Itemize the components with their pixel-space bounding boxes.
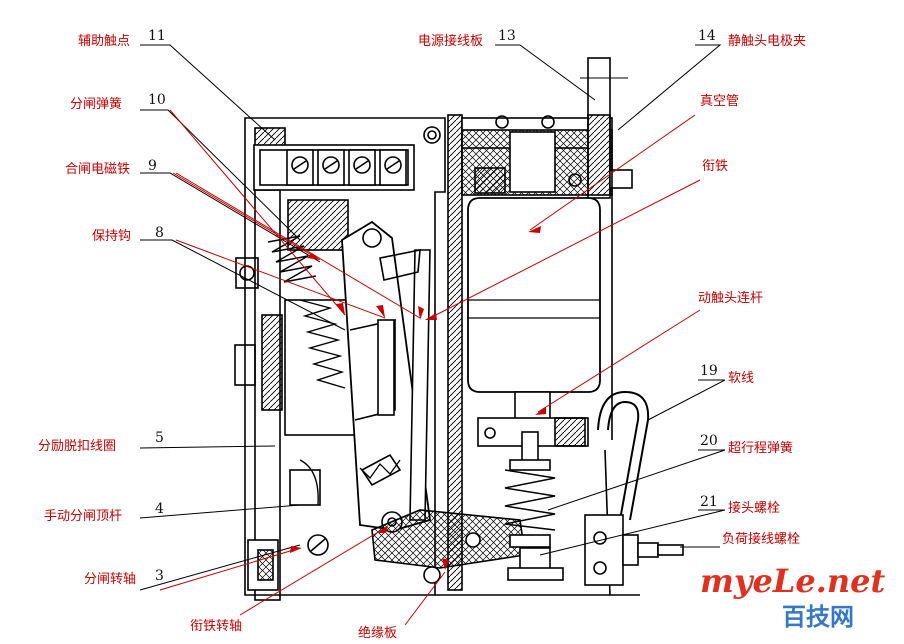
label-load-bolt: 负荷接线螺栓 xyxy=(722,531,800,547)
label-trip-shaft: 分闸转轴 xyxy=(84,572,136,587)
callout-labels: 辅助触点 11 分闸弹簧 10 合闸电磁铁 9 保持钩 8 分励脱扣线圈 5 手… xyxy=(38,28,806,641)
label-manual-trip-rod: 手动分闸顶杆 xyxy=(44,509,122,524)
label-shunt-trip-coil: 分励脱扣线圈 xyxy=(38,439,116,454)
watermark: myeLe.net 百技网 xyxy=(700,562,885,631)
num-trip-shaft: 3 xyxy=(155,568,164,584)
label-insulating-plate: 绝缘板 xyxy=(358,625,397,640)
label-power-terminal: 电源接线板 xyxy=(418,33,483,49)
label-close-magnet: 合闸电磁铁 xyxy=(65,162,130,177)
label-armature-shaft: 衔铁转轴 xyxy=(190,619,242,634)
num-trip-spring: 10 xyxy=(148,92,166,108)
num-joint-bolt: 21 xyxy=(700,494,718,510)
label-armature: 衔铁 xyxy=(702,159,728,174)
watermark-brand: 百技网 xyxy=(782,603,854,631)
num-overtravel-spring: 20 xyxy=(700,433,718,449)
num-power-terminal: 13 xyxy=(498,28,516,44)
label-static-clamp: 静触头电极夹 xyxy=(728,34,806,49)
num-aux-contact: 11 xyxy=(148,28,166,44)
label-moving-rod: 动触头连杆 xyxy=(698,290,763,306)
label-trip-spring: 分闸弹簧 xyxy=(70,96,122,112)
num-static-clamp: 14 xyxy=(698,28,716,44)
label-vacuum-tube: 真空管 xyxy=(700,94,739,109)
num-manual-trip-rod: 4 xyxy=(155,501,164,517)
num-soft-wire: 19 xyxy=(700,363,718,379)
leader-lines xyxy=(139,44,726,626)
label-overtravel-spring: 超行程弹簧 xyxy=(728,440,793,456)
num-shunt-trip-coil: 5 xyxy=(155,430,164,446)
watermark-domain: myeLe.net xyxy=(700,562,885,600)
label-soft-wire: 软线 xyxy=(728,371,754,386)
label-holding-hook: 保持钩 xyxy=(92,229,131,244)
label-aux-contact: 辅助触点 xyxy=(78,34,130,49)
num-holding-hook: 8 xyxy=(155,225,164,241)
label-joint-bolt: 接头螺栓 xyxy=(728,500,780,516)
num-close-magnet: 9 xyxy=(148,158,157,174)
mechanism-drawing xyxy=(234,57,684,601)
